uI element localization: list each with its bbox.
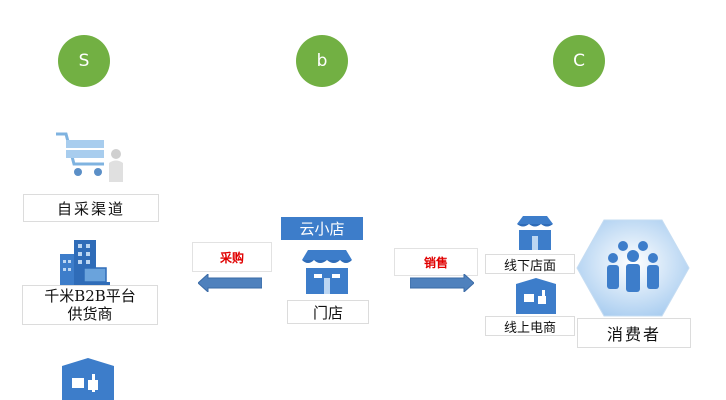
consumer-group-icon (576, 219, 690, 317)
stage-b-circle: b (296, 35, 348, 87)
buildings-icon (60, 240, 110, 286)
offline-store-icon (517, 216, 553, 250)
supplier-name: 供货商 (67, 305, 113, 323)
person-icon (109, 149, 123, 182)
online-ecommerce-icon (516, 278, 556, 314)
offline-store-label: 线下店面 (485, 254, 575, 274)
online-ecommerce-label: 线上电商 (485, 316, 575, 336)
b2b-platform-supplier-label: 千米B2B平台 供货商 (22, 285, 158, 325)
store-label: 门店 (287, 300, 369, 324)
purchase-flow-label: 采购 (192, 242, 272, 272)
storefront-icon (302, 250, 352, 294)
sales-flow-label: 销售 (394, 248, 478, 276)
left-arrow-icon (198, 274, 262, 292)
stage-s-circle: S (58, 35, 110, 87)
stage-c-circle: C (553, 35, 605, 87)
platform-name: 千米B2B平台 (44, 287, 136, 305)
consumer-label: 消费者 (577, 318, 691, 348)
shopping-cart-icon (56, 132, 123, 182)
self-purchase-channel-label: 自采渠道 (23, 194, 159, 222)
right-arrow-icon (410, 274, 474, 292)
cloud-store-title: 云小店 (281, 217, 363, 240)
forklift-warehouse-icon (62, 358, 114, 400)
laptop-icon (80, 267, 110, 286)
